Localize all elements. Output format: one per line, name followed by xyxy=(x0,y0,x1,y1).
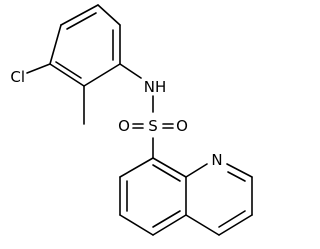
quinoline-pyridine-ring xyxy=(185,163,253,236)
chemical-structure-diagram: Cl NH S O O N xyxy=(10,4,253,236)
bond-p-double-1 xyxy=(227,171,246,182)
bond-q-double-3 xyxy=(152,164,181,182)
aryl-ring xyxy=(49,4,121,87)
bond-ring-double-1 xyxy=(66,12,97,30)
bond-ring-e xyxy=(49,63,85,87)
atom-label-chlorine: Cl xyxy=(10,68,25,86)
bond-p-5 xyxy=(185,214,220,236)
bond-p-4 xyxy=(218,214,253,236)
bond-ring-f xyxy=(49,24,62,65)
bond-ring-double-3 xyxy=(55,61,82,79)
bond-q-double-2 xyxy=(152,210,181,228)
bond-c-cl xyxy=(26,63,51,74)
bond-ring-b xyxy=(97,4,121,26)
bond-q-6 xyxy=(152,157,187,178)
bond-q-3 xyxy=(119,214,154,236)
bond-ring-d xyxy=(83,63,121,87)
atom-label-nitrogen-ring: N xyxy=(211,151,222,169)
bond-q-1 xyxy=(119,157,154,178)
bond-p-2 xyxy=(226,163,253,178)
bond-p-double-2 xyxy=(218,210,246,228)
quinoline-benzo-ring xyxy=(119,157,187,236)
atom-label-nh: NH xyxy=(144,78,167,96)
atom-label-oxygen-left: O xyxy=(118,117,130,135)
bond-ring-a xyxy=(60,4,99,26)
bond-c-nh xyxy=(119,63,142,79)
bond-p-1 xyxy=(185,163,208,178)
atom-label-oxygen-right: O xyxy=(176,117,188,135)
atom-label-sulfur: S xyxy=(148,117,158,135)
bond-q-4 xyxy=(152,214,187,236)
